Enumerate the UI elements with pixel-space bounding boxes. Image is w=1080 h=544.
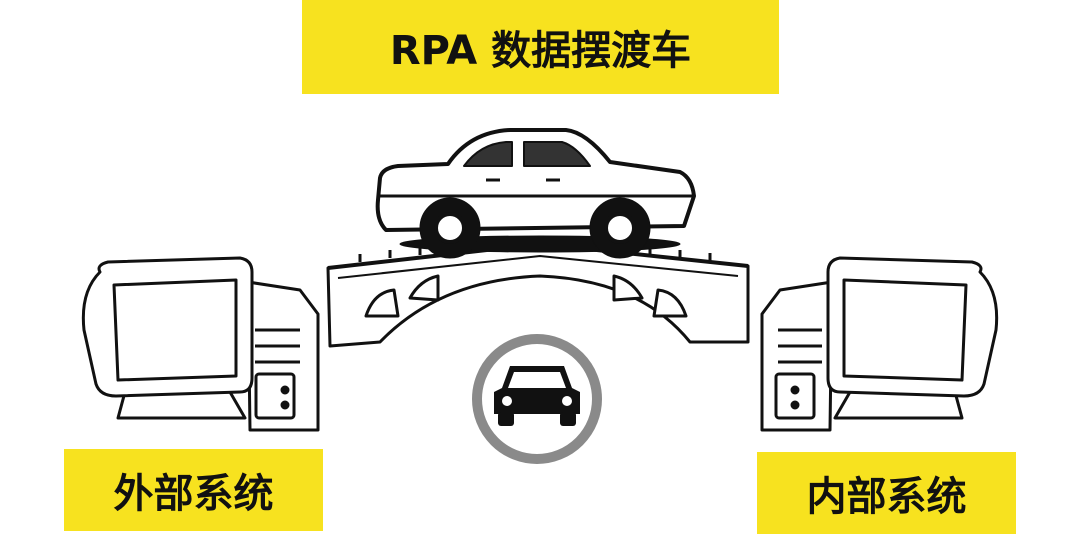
car-sign-icon (477, 339, 597, 459)
right-computer-icon (762, 258, 997, 430)
internal-system-text: 内部系统 (807, 464, 967, 522)
external-system-label: 外部系统 (64, 449, 323, 531)
internal-system-label: 内部系统 (757, 452, 1016, 534)
external-system-text: 外部系统 (114, 461, 274, 519)
left-computer-icon (83, 258, 318, 430)
bridge-icon (328, 244, 748, 346)
car-icon (378, 130, 694, 258)
